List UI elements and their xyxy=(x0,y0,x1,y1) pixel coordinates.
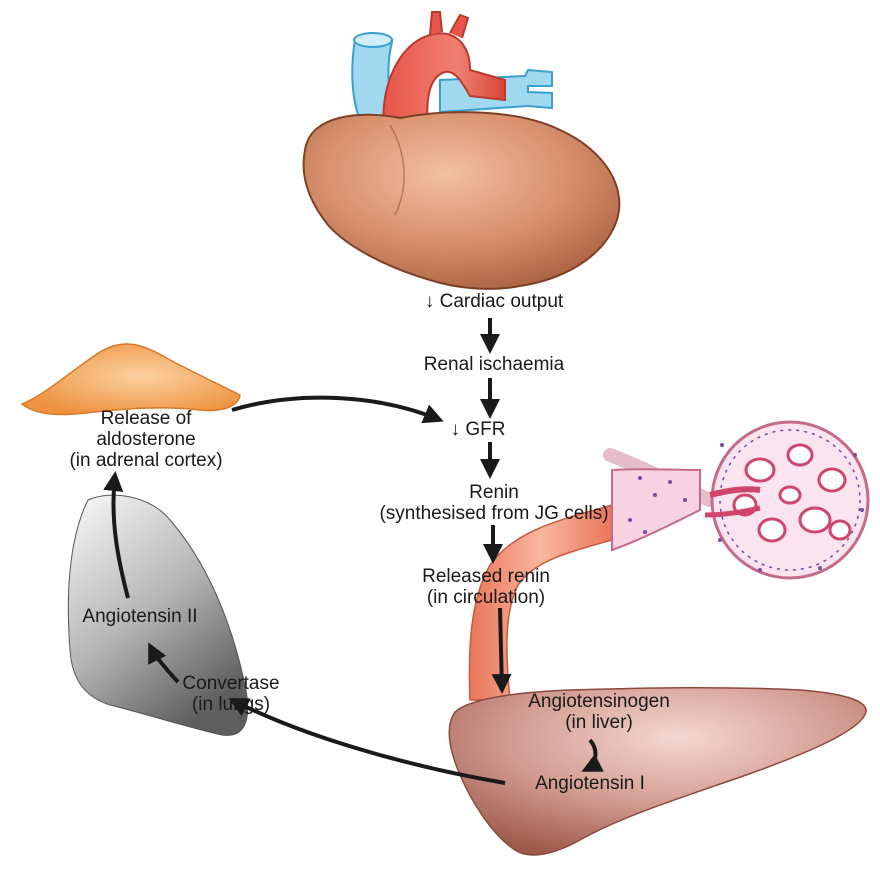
label-angiotensinogen: Angiotensinogen xyxy=(528,691,670,712)
label-in-circulation: (in circulation) xyxy=(426,587,546,608)
label-in-liver: (in liver) xyxy=(565,712,633,733)
label-angiotensin-i: Angiotensin I xyxy=(535,773,645,794)
arrow-ang1-to-convertase xyxy=(228,698,506,785)
label-in-lungs: (in lungs) xyxy=(191,694,271,715)
label-convertase: Convertase xyxy=(182,673,280,694)
label-renin: Renin xyxy=(469,482,519,503)
label-angiotensin-ii: Angiotensin II xyxy=(82,606,198,627)
label-renin-source: (synthesised from JG cells) xyxy=(379,503,609,524)
arrow-aldosterone-to-gfr xyxy=(231,395,444,424)
label-released-renin: Released renin xyxy=(422,566,550,587)
label-release-of: Release of xyxy=(100,408,192,429)
label-renal-ischaemia: Renal ischaemia xyxy=(423,354,565,375)
heart-icon xyxy=(302,11,621,290)
arrow-convertase-to-ang2 xyxy=(148,642,180,684)
label-aldosterone: aldosterone xyxy=(96,429,196,450)
arrow-released-to-angiotensinogen xyxy=(491,607,512,694)
kidney-glomerulus-icon xyxy=(603,420,870,580)
lung-icon xyxy=(67,494,249,736)
liver-icon xyxy=(448,686,867,856)
arrow-angiotensinogen-to-ang1 xyxy=(581,738,604,772)
flow-arrows xyxy=(103,318,604,785)
label-adrenal-cortex: (in adrenal cortex) xyxy=(69,450,223,471)
arrow-ang2-to-aldosterone xyxy=(103,471,130,599)
label-cardiac-output: ↓ Cardiac output xyxy=(424,291,564,312)
adrenal-gland-icon xyxy=(20,343,241,416)
label-gfr: ↓ GFR xyxy=(450,419,506,440)
